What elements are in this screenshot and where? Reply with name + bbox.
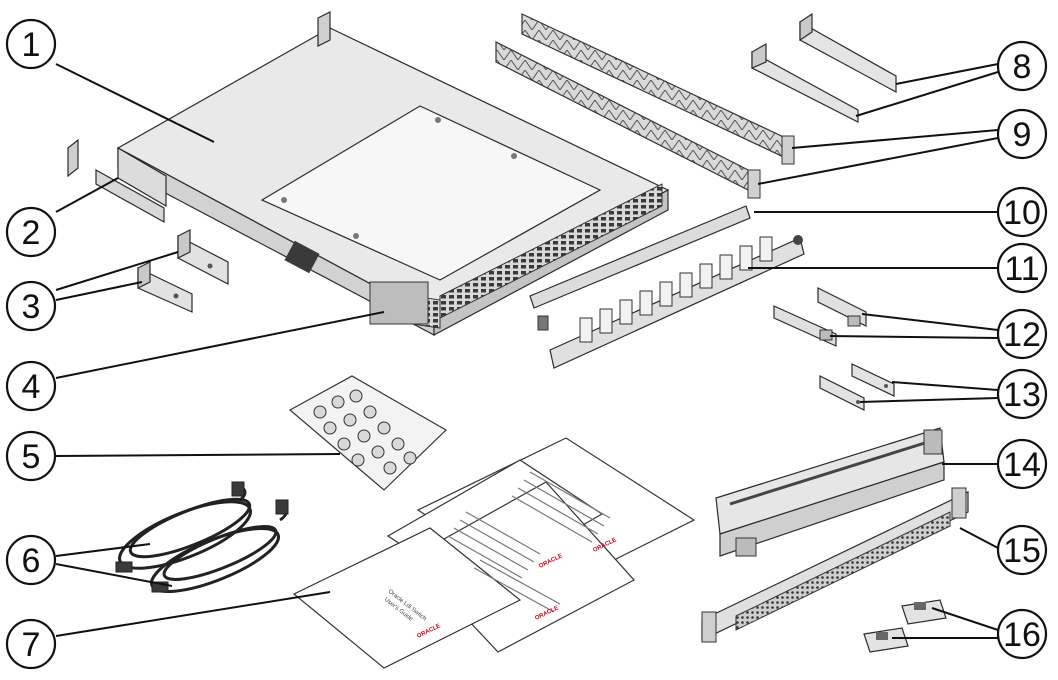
callout-label: 8 bbox=[1013, 48, 1032, 86]
callout-circle bbox=[996, 40, 1048, 92]
callout-10: 10 bbox=[996, 186, 1048, 238]
screw-bag bbox=[288, 375, 447, 491]
callout-circle bbox=[996, 242, 1048, 294]
leader-8a bbox=[895, 63, 999, 85]
documents: Oracle Ldi Switch User's Guide ORACLE OR… bbox=[292, 437, 696, 669]
callout-label: 2 bbox=[22, 214, 41, 252]
callout-circle bbox=[5, 430, 57, 482]
callout-3: 3 bbox=[5, 280, 57, 332]
callout-label: 1 bbox=[22, 26, 41, 64]
leader-8b bbox=[855, 71, 999, 117]
callout-5: 5 bbox=[5, 430, 57, 482]
leader-6a bbox=[55, 543, 151, 557]
flat-plates bbox=[819, 363, 895, 411]
rear-rail-assembly bbox=[715, 427, 945, 557]
callout-circle bbox=[996, 524, 1048, 576]
leader-12b bbox=[829, 335, 999, 339]
leader-7 bbox=[55, 591, 331, 637]
callout-circle bbox=[5, 18, 57, 70]
leader-16a bbox=[931, 607, 999, 631]
callout-circle bbox=[996, 368, 1048, 420]
l-brackets bbox=[751, 12, 897, 123]
callout-circle bbox=[996, 608, 1048, 660]
callout-label: 11 bbox=[1004, 250, 1039, 288]
callout-label: 9 bbox=[1013, 116, 1032, 154]
callout-label: 3 bbox=[22, 288, 41, 326]
callout-label: 7 bbox=[22, 626, 41, 664]
leader-lines bbox=[55, 63, 999, 639]
callout-1: 1 bbox=[5, 18, 57, 70]
callout-label: 12 bbox=[1003, 316, 1041, 354]
front-ear-bracket bbox=[95, 168, 165, 224]
cable-management-bar bbox=[529, 205, 805, 369]
callout-2: 2 bbox=[5, 206, 57, 258]
leader-4 bbox=[55, 311, 385, 379]
callout-circle bbox=[5, 618, 57, 670]
callout-16: 16 bbox=[996, 608, 1048, 660]
callout-circle bbox=[5, 280, 57, 332]
callout-11: 11 bbox=[996, 242, 1048, 294]
leader-9b bbox=[757, 137, 999, 185]
front-grille-bar bbox=[701, 487, 969, 643]
callout-label: 4 bbox=[22, 368, 41, 406]
leader-15 bbox=[959, 527, 999, 549]
callout-15: 15 bbox=[996, 524, 1048, 576]
small-brackets bbox=[137, 229, 229, 313]
retaining-clips bbox=[773, 287, 867, 347]
leader-12a bbox=[861, 313, 999, 331]
leader-13a bbox=[891, 381, 999, 391]
leader-13b bbox=[859, 397, 999, 403]
callout-circle bbox=[996, 438, 1048, 490]
leader-9a bbox=[791, 129, 999, 149]
leader-2 bbox=[55, 177, 119, 213]
callout-9: 9 bbox=[996, 108, 1048, 160]
callout-circle bbox=[5, 534, 57, 586]
callout-13: 13 bbox=[996, 368, 1048, 420]
callout-label: 14 bbox=[1003, 446, 1041, 484]
callout-label: 10 bbox=[1003, 194, 1041, 232]
callout-4: 4 bbox=[5, 360, 57, 412]
switch-chassis bbox=[67, 11, 670, 337]
leader-6b bbox=[55, 563, 173, 587]
leader-1 bbox=[55, 63, 215, 143]
long-rails bbox=[495, 13, 795, 199]
callout-6: 6 bbox=[5, 534, 57, 586]
callout-circle bbox=[996, 108, 1048, 160]
power-cords bbox=[115, 481, 289, 594]
callout-label: 16 bbox=[1003, 616, 1041, 654]
callout-circle bbox=[996, 308, 1048, 360]
callout-7: 7 bbox=[5, 618, 57, 670]
callout-8: 8 bbox=[996, 40, 1048, 92]
callout-label: 5 bbox=[22, 438, 41, 476]
cage-nut-clips bbox=[863, 599, 947, 653]
leader-3a bbox=[55, 251, 179, 291]
callout-label: 6 bbox=[22, 542, 41, 580]
callout-label: 13 bbox=[1003, 376, 1041, 414]
callout-circle bbox=[996, 186, 1048, 238]
callout-circle bbox=[5, 206, 57, 258]
callout-12: 12 bbox=[996, 308, 1048, 360]
callout-label: 15 bbox=[1003, 532, 1041, 570]
callout-circle bbox=[5, 360, 57, 412]
leader-5 bbox=[55, 453, 341, 457]
leader-3b bbox=[55, 281, 143, 301]
callout-14: 14 bbox=[996, 438, 1048, 490]
